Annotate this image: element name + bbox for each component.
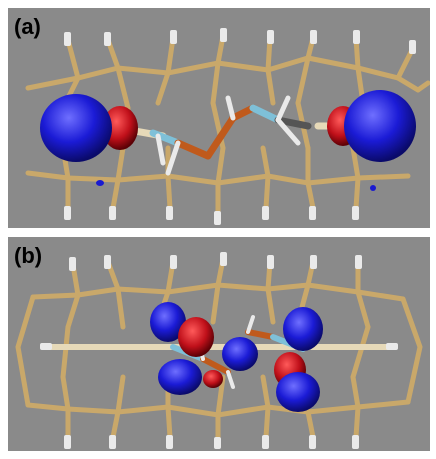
panel-a: (a) bbox=[8, 8, 430, 228]
linker-a bbox=[114, 95, 372, 176]
hydrogens-a bbox=[64, 28, 416, 225]
molecule-a-render bbox=[25, 28, 430, 225]
orbital-lobes-b bbox=[150, 302, 323, 412]
orbital-lobes-a bbox=[40, 90, 416, 191]
molecule-b-render bbox=[15, 252, 423, 449]
panel-b-label: (b) bbox=[14, 243, 43, 268]
carbon-framework-b bbox=[15, 256, 423, 445]
hydrogens-b bbox=[40, 252, 398, 449]
panel-b: (b) bbox=[8, 237, 430, 451]
panel-a-label: (a) bbox=[14, 14, 41, 39]
